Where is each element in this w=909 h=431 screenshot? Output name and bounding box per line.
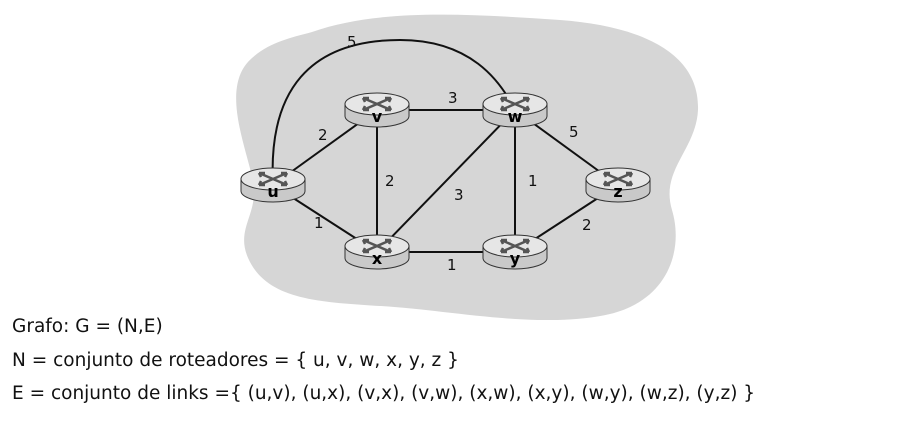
link-set-caption: E = conjunto de links ={ (u,v), (u,x), (…	[12, 383, 756, 404]
edge-labels-layer: 2 1 5 2 3 3 1 1 5 2	[314, 33, 592, 274]
edge-cost-u-v: 2	[318, 126, 328, 144]
router-label: w	[508, 107, 523, 126]
router-set-caption: N = conjunto de roteadores = { u, v, w, …	[12, 350, 459, 371]
router-arrows-icon	[361, 96, 393, 112]
edge-cost-v-x: 2	[385, 172, 395, 190]
router-arrows-icon	[499, 96, 531, 112]
edge-cost-u-x: 1	[314, 214, 324, 232]
router-label: y	[510, 249, 521, 268]
router-u: u	[240, 167, 306, 203]
edge-cost-v-w: 3	[448, 89, 458, 107]
edge-u-w	[271, 38, 516, 186]
router-arrows-icon	[602, 171, 634, 187]
edge-x-w	[376, 109, 516, 253]
router-label: z	[613, 182, 622, 201]
edge-cost-w-y: 1	[528, 172, 538, 190]
routers-layer: u v w x y z	[240, 92, 651, 270]
edge-cost-u-w: 5	[347, 33, 357, 51]
edge-cost-y-z: 2	[582, 216, 592, 234]
router-label: v	[372, 107, 383, 126]
router-arrows-icon	[257, 171, 289, 187]
router-label: x	[372, 249, 383, 268]
router-arrows-icon	[361, 238, 393, 254]
router-label: u	[267, 182, 278, 201]
router-y: y	[482, 234, 548, 270]
edge-cost-x-y: 1	[447, 256, 457, 274]
graph-definition-caption: Grafo: G = (N,E)	[12, 316, 163, 337]
router-w: w	[482, 92, 548, 128]
edge-cost-x-w: 3	[454, 186, 464, 204]
router-v: v	[344, 92, 410, 128]
edge-cost-w-z: 5	[569, 123, 579, 141]
network-graph-diagram: 2 1 5 2 3 3 1 1 5 2 u v w x y z	[236, 14, 699, 320]
router-arrows-icon	[499, 238, 531, 254]
network-cloud-background	[236, 14, 699, 320]
router-z: z	[585, 167, 651, 203]
router-x: x	[344, 234, 410, 270]
